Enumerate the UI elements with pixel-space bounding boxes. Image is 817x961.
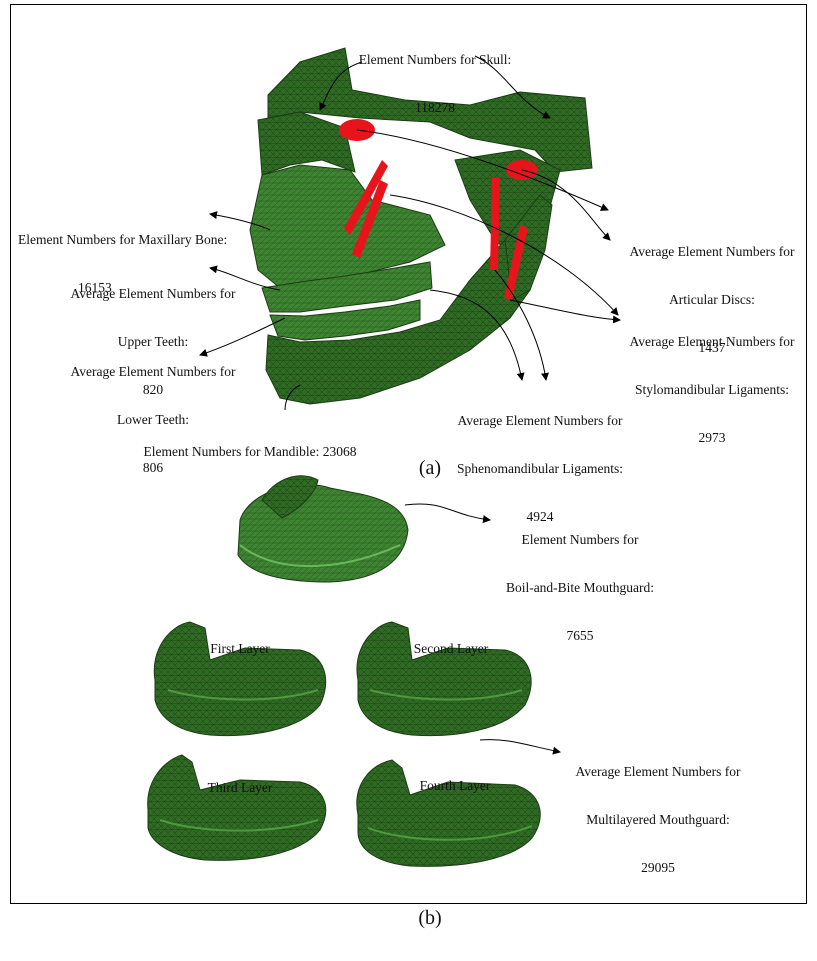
boil-label-line2: Boil-and-Bite Mouthguard: — [480, 580, 680, 596]
boil-label-line1: Element Numbers for — [480, 532, 680, 548]
second-layer-label: Second Layer — [396, 609, 506, 689]
multilayer-label-line1: Average Element Numbers for — [558, 764, 758, 780]
mandible-label-line1: Element Numbers for Mandible: 23068 — [120, 444, 380, 460]
spheno-label-line2: Sphenomandibular Ligaments: — [430, 461, 650, 477]
upper-teeth-label-line1: Average Element Numbers for — [48, 286, 258, 302]
panel-a-tag-text: (a) — [400, 460, 460, 476]
first-layer-label-text: First Layer — [190, 641, 290, 657]
third-layer-label: Third Layer — [190, 748, 290, 828]
mandible-label: Element Numbers for Mandible: 23068 — [120, 412, 380, 492]
fourth-layer-label: Fourth Layer — [400, 746, 510, 826]
multilayer-label-line3: 29095 — [558, 860, 758, 876]
figure: Element Numbers for Skull: 118278 Elemen… — [0, 0, 817, 908]
panel-a-tag: (a) — [400, 428, 460, 508]
third-layer-label-text: Third Layer — [190, 780, 290, 796]
maxillary-label-line1: Element Numbers for Maxillary Bone: — [18, 232, 278, 248]
articular-label-line1: Average Element Numbers for — [612, 244, 812, 260]
spheno-label-line1: Average Element Numbers for — [430, 413, 650, 429]
boil-label: Element Numbers for Boil-and-Bite Mouthg… — [480, 500, 680, 676]
fourth-layer-label-text: Fourth Layer — [400, 778, 510, 794]
skull-label-line2: 118278 — [330, 100, 540, 116]
lower-teeth-label-line1: Average Element Numbers for — [48, 364, 258, 380]
first-layer-label: First Layer — [190, 609, 290, 689]
skull-label-line1: Element Numbers for Skull: — [330, 52, 540, 68]
multilayer-label-line2: Multilayered Mouthguard: — [558, 812, 758, 828]
panel-b-tag-text: (b) — [400, 910, 460, 926]
panel-b-tag: (b) — [400, 878, 460, 958]
skull-label: Element Numbers for Skull: 118278 — [330, 20, 540, 148]
multilayer-label: Average Element Numbers for Multilayered… — [558, 732, 758, 908]
boil-label-line3: 7655 — [480, 628, 680, 644]
second-layer-label-text: Second Layer — [396, 641, 506, 657]
stylo-label-line1: Average Element Numbers for — [612, 334, 812, 350]
